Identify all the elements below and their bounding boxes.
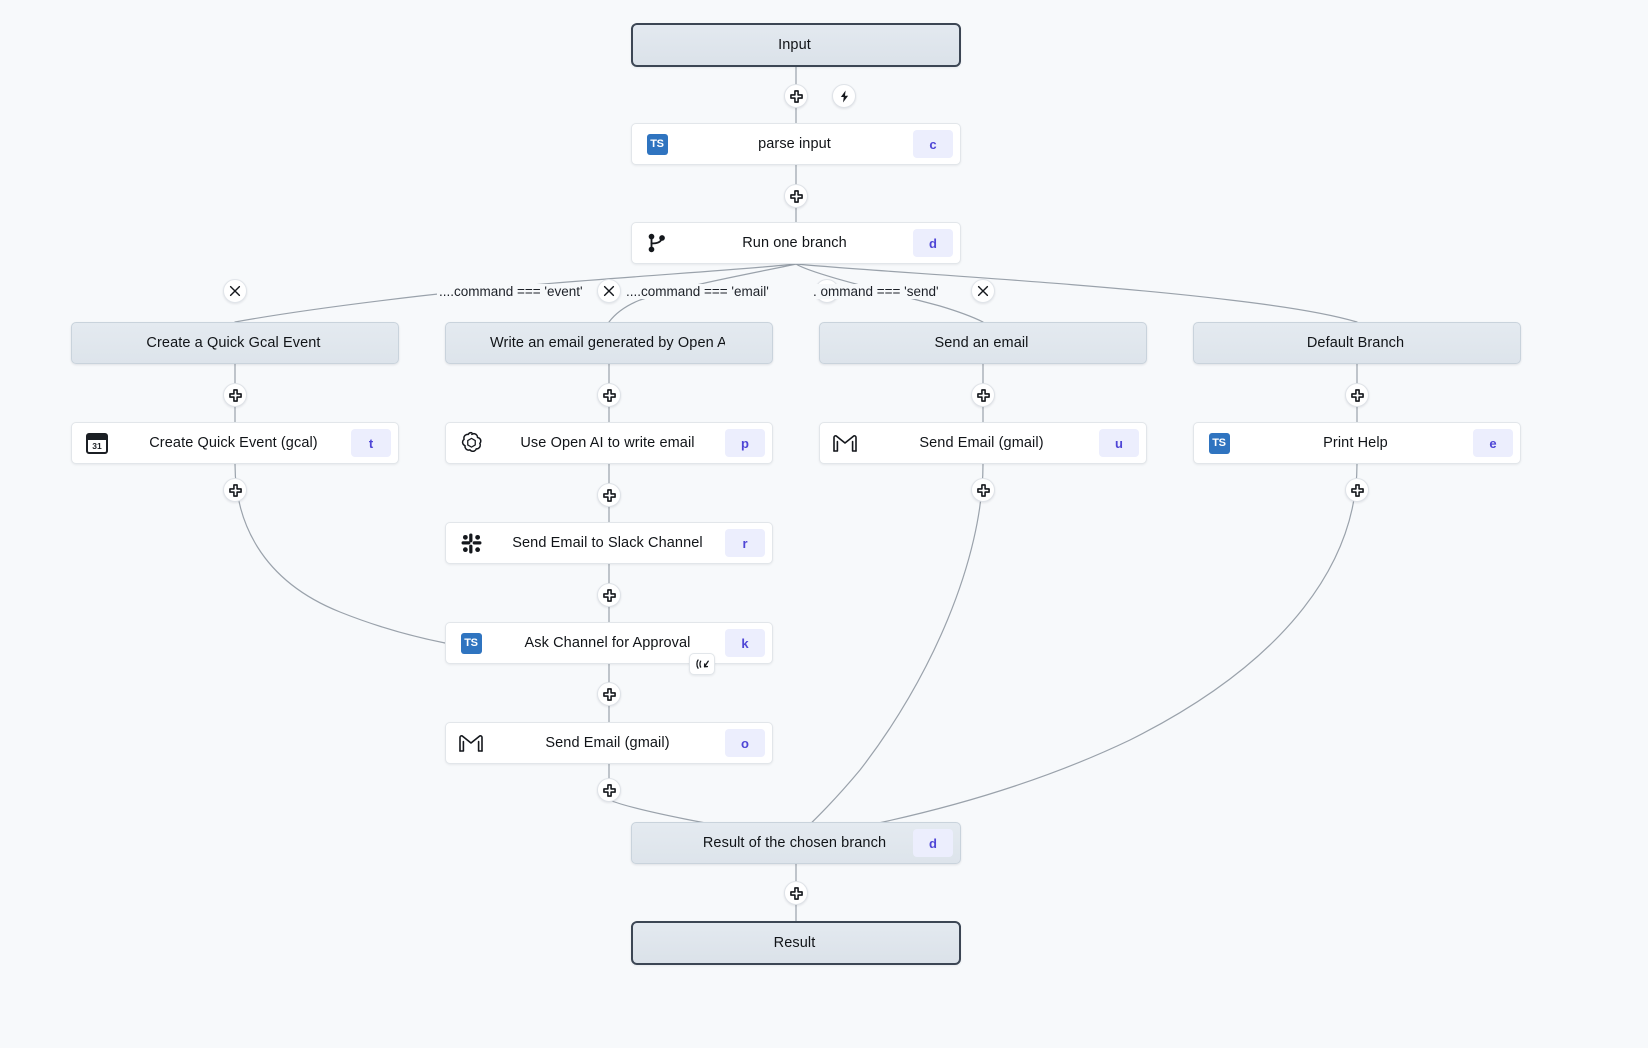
node-label: Create a Quick Gcal Event [146,335,321,351]
add-step-icon[interactable] [1345,383,1369,407]
node-label: parse input [758,136,831,152]
node-label: Result [773,935,816,951]
add-step-icon[interactable] [971,383,995,407]
delete-branch-icon-email[interactable] [597,279,621,303]
branch-header-default[interactable]: Default Branch [1193,322,1521,364]
add-step-icon[interactable] [784,84,808,108]
add-step-icon[interactable] [223,478,247,502]
node-label: Create Quick Event (gcal) [149,435,318,451]
add-step-icon[interactable] [597,583,621,607]
node-shortcut-key[interactable]: t [351,429,391,457]
node-shortcut-key[interactable]: d [913,829,953,857]
branch-header-send-email[interactable]: Send an email [819,322,1147,364]
node-shortcut-key[interactable]: u [1099,429,1139,457]
callback-icon[interactable] [689,653,715,675]
node-shortcut-key [912,31,952,59]
add-step-icon[interactable] [597,383,621,407]
node-run-one-branch[interactable]: Run one branch d [631,222,961,264]
node-label: Send Email (gmail) [919,435,1044,451]
node-label: Print Help [1323,435,1388,451]
node-use-openai[interactable]: Use Open AI to write email p [445,422,773,464]
node-send-email-slack[interactable]: Send Email to Slack Channel r [445,522,773,564]
node-result-of-chosen-branch[interactable]: Result of the chosen branch d [631,822,961,864]
node-send-email-gmail[interactable]: Send Email (gmail) u [819,422,1147,464]
node-shortcut-key [1099,329,1139,357]
add-step-icon[interactable] [1345,478,1369,502]
node-label: Default Branch [1306,335,1405,351]
node-shortcut-key [912,929,952,957]
node-shortcut-key[interactable]: o [725,729,765,757]
add-step-icon[interactable] [597,682,621,706]
node-label: Write an email generated by Open AI [490,335,725,351]
node-label: Run one branch [742,235,847,251]
node-parse-input[interactable]: TS parse input c [631,123,961,165]
trigger-lightning-icon[interactable] [832,84,856,108]
node-label: Ask Channel for Approval [524,635,691,651]
gmail-icon [820,433,864,453]
node-shortcut-key [351,329,391,357]
add-step-icon[interactable] [784,184,808,208]
typescript-icon: TS [1194,432,1238,454]
node-input[interactable]: Input [631,23,961,67]
add-step-icon[interactable] [971,478,995,502]
branch-condition-send: . ommand === 'send' [811,284,941,299]
calendar-icon: 31 [72,432,116,454]
node-shortcut-key[interactable]: p [725,429,765,457]
node-create-quick-event[interactable]: 31 Create Quick Event (gcal) t [71,422,399,464]
node-shortcut-key[interactable]: r [725,529,765,557]
node-shortcut-key [1473,329,1513,357]
typescript-icon: TS [632,133,676,155]
node-label: Result of the chosen branch [702,835,887,851]
branch-header-gcal[interactable]: Create a Quick Gcal Event [71,322,399,364]
node-shortcut-key[interactable]: c [913,130,953,158]
typescript-icon: TS [446,632,490,654]
add-step-icon[interactable] [223,383,247,407]
delete-branch-icon-send[interactable] [971,279,995,303]
add-step-icon[interactable] [784,881,808,905]
node-label: Send an email [934,335,1029,351]
node-shortcut-key [725,329,765,357]
node-label: Send Email (gmail) [545,735,670,751]
openai-icon [446,431,490,456]
gmail-icon [446,733,490,753]
node-result[interactable]: Result [631,921,961,965]
slack-icon [446,532,490,555]
node-shortcut-key[interactable]: e [1473,429,1513,457]
add-step-icon[interactable] [597,483,621,507]
node-label: Input [778,37,811,53]
branch-icon [632,232,676,254]
node-label: Use Open AI to write email [520,435,695,451]
branch-header-openai-email[interactable]: Write an email generated by Open AI [445,322,773,364]
branch-condition-email: ....command === 'email' [624,284,771,299]
node-shortcut-key[interactable]: d [913,229,953,257]
node-print-help[interactable]: TS Print Help e [1193,422,1521,464]
node-send-email-gmail-2[interactable]: Send Email (gmail) o [445,722,773,764]
delete-branch-icon-gcal[interactable] [223,279,247,303]
node-label: Send Email to Slack Channel [512,535,703,551]
branch-condition-event: ....command === 'event' [437,284,585,299]
node-shortcut-key[interactable]: k [725,629,765,657]
add-step-icon[interactable] [597,778,621,802]
node-ask-channel-approval[interactable]: TS Ask Channel for Approval k [445,622,773,664]
